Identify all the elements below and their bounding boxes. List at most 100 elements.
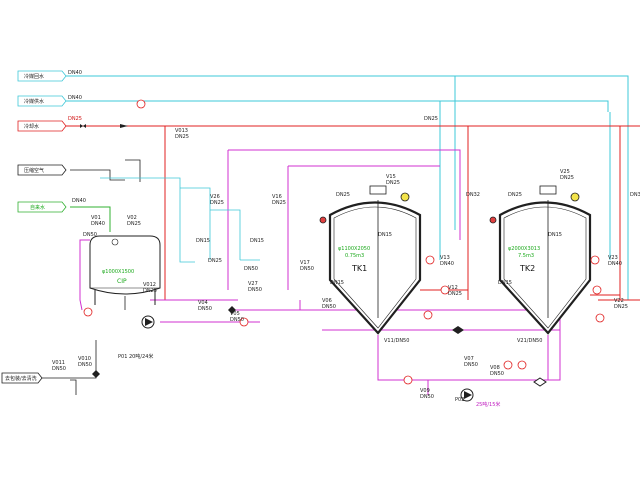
svg-text:V11/DN50: V11/DN50 bbox=[384, 338, 409, 344]
svg-text:DN15: DN15 bbox=[196, 238, 210, 244]
gauges bbox=[83, 99, 605, 385]
svg-text:DN15: DN15 bbox=[330, 280, 344, 286]
cip-tank-legs bbox=[94, 290, 156, 305]
svg-text:φ1100X2050: φ1100X2050 bbox=[338, 246, 370, 252]
svg-text:冷媒回水: 冷媒回水 bbox=[24, 73, 44, 80]
svg-text:V04: V04 bbox=[198, 300, 208, 306]
svg-text:DN50: DN50 bbox=[248, 287, 262, 293]
svg-text:V27: V27 bbox=[248, 281, 258, 287]
svg-text:DN25: DN25 bbox=[143, 288, 157, 294]
svg-text:DN50: DN50 bbox=[490, 371, 504, 377]
svg-text:DN50: DN50 bbox=[52, 366, 66, 372]
svg-text:V12: V12 bbox=[448, 285, 458, 291]
cip-tank: φ1000X1500 CIP bbox=[89, 235, 161, 310]
product-lines bbox=[79, 149, 561, 395]
svg-text:V15: V15 bbox=[386, 174, 396, 180]
svg-text:V06: V06 bbox=[322, 298, 332, 304]
svg-text:7.5m3: 7.5m3 bbox=[518, 253, 534, 259]
svg-text:DN40: DN40 bbox=[608, 261, 622, 267]
valve-symbols bbox=[80, 124, 547, 387]
svg-text:DN25: DN25 bbox=[175, 134, 189, 140]
svg-text:0.75m3: 0.75m3 bbox=[345, 253, 364, 259]
svg-text:去包装/去清洗: 去包装/去清洗 bbox=[5, 375, 37, 382]
svg-text:V16: V16 bbox=[272, 194, 282, 200]
size-steam: DN25 bbox=[68, 116, 82, 122]
svg-text:V23: V23 bbox=[608, 255, 618, 261]
svg-text:V25: V25 bbox=[560, 169, 570, 175]
pump-p01: P01 20吨/24米 bbox=[118, 315, 155, 360]
outlet-packaging: 去包装/去清洗 bbox=[1, 372, 43, 384]
svg-text:CIP: CIP bbox=[117, 278, 127, 285]
svg-text:DN50: DN50 bbox=[198, 306, 212, 312]
svg-text:V010: V010 bbox=[78, 356, 91, 362]
svg-text:DN50: DN50 bbox=[322, 304, 336, 310]
svg-text:自来水: 自来水 bbox=[30, 204, 45, 211]
svg-text:DN25: DN25 bbox=[208, 258, 222, 264]
svg-text:压缩空气: 压缩空气 bbox=[24, 167, 44, 174]
inlet-chilled-return: 冷媒回水 bbox=[17, 70, 67, 82]
pump-p02: P02 25吨/15米 bbox=[455, 388, 500, 408]
svg-text:DN50: DN50 bbox=[420, 394, 434, 400]
svg-text:DN15: DN15 bbox=[250, 238, 264, 244]
inlet-chilled-supply: 冷媒供水 bbox=[17, 95, 67, 107]
valve-labels: V01 DN40 V02 DN25 V012 DN25 V013 DN25 V0… bbox=[52, 128, 628, 400]
svg-text:DN25: DN25 bbox=[448, 291, 462, 297]
svg-text:DN50: DN50 bbox=[300, 266, 314, 272]
svg-text:DN15: DN15 bbox=[548, 232, 562, 238]
svg-text:25吨/15米: 25吨/15米 bbox=[476, 401, 500, 408]
svg-text:DN50: DN50 bbox=[83, 232, 97, 238]
tank-tk2: φ2000X3013 7.5m3 TK2 bbox=[498, 200, 592, 335]
svg-text:P01 20吨/24米: P01 20吨/24米 bbox=[118, 353, 153, 360]
svg-text:DN25: DN25 bbox=[336, 192, 350, 198]
svg-text:V26: V26 bbox=[210, 194, 220, 200]
svg-text:DN25: DN25 bbox=[210, 200, 224, 206]
svg-text:冷却水: 冷却水 bbox=[24, 123, 39, 130]
svg-text:TK1: TK1 bbox=[351, 264, 367, 273]
dn-labels: DN15 DN25 DN50 DN15 DN25 DN25 DN15 DN15 … bbox=[196, 116, 640, 286]
svg-text:DN32: DN32 bbox=[466, 192, 480, 198]
svg-text:V012: V012 bbox=[143, 282, 156, 288]
svg-text:DN25: DN25 bbox=[614, 304, 628, 310]
svg-text:V08: V08 bbox=[490, 365, 500, 371]
svg-text:V011: V011 bbox=[52, 360, 65, 366]
svg-text:V22: V22 bbox=[614, 298, 624, 304]
size-top1: DN40 bbox=[68, 70, 82, 76]
svg-text:DN25: DN25 bbox=[386, 180, 400, 186]
svg-text:V05: V05 bbox=[230, 311, 240, 317]
svg-text:DN50: DN50 bbox=[244, 266, 258, 272]
svg-text:DN50: DN50 bbox=[78, 362, 92, 368]
svg-text:V013: V013 bbox=[175, 128, 188, 134]
svg-text:V09: V09 bbox=[420, 388, 430, 394]
inlet-steam: 冷却水 bbox=[17, 120, 67, 132]
svg-text:冷媒供水: 冷媒供水 bbox=[24, 98, 44, 105]
svg-text:DN50: DN50 bbox=[464, 362, 478, 368]
svg-text:V13: V13 bbox=[440, 255, 450, 261]
tank-tk1: φ1100X2050 0.75m3 TK1 bbox=[328, 200, 422, 335]
svg-text:V02: V02 bbox=[127, 215, 137, 221]
svg-text:DN25: DN25 bbox=[424, 116, 438, 122]
svg-text:V17: V17 bbox=[300, 260, 310, 266]
svg-text:φ1000X1500: φ1000X1500 bbox=[102, 269, 134, 275]
inlet-compressed-air: 压缩空气 bbox=[17, 164, 67, 176]
svg-text:V01: V01 bbox=[91, 215, 101, 221]
svg-text:P02: P02 bbox=[455, 397, 464, 403]
size-top2: DN40 bbox=[68, 95, 82, 101]
svg-text:DN15: DN15 bbox=[498, 280, 512, 286]
svg-text:DN25: DN25 bbox=[560, 175, 574, 181]
svg-text:DN15: DN15 bbox=[378, 232, 392, 238]
chilled-return-line bbox=[66, 75, 629, 300]
svg-text:TK2: TK2 bbox=[519, 264, 535, 273]
svg-text:DN25: DN25 bbox=[127, 221, 141, 227]
svg-text:DN50: DN50 bbox=[230, 317, 244, 323]
svg-text:V21/DN50: V21/DN50 bbox=[517, 338, 542, 344]
water-line bbox=[70, 206, 111, 232]
chilled-supply-line bbox=[66, 100, 611, 260]
tk1-top-fittings bbox=[319, 185, 410, 224]
svg-text:φ2000X3013: φ2000X3013 bbox=[508, 246, 540, 252]
svg-text:DN32: DN32 bbox=[630, 192, 640, 198]
svg-text:V07: V07 bbox=[464, 356, 474, 362]
inlet-water: 自来水 bbox=[17, 201, 67, 213]
tk2-top-fittings bbox=[489, 185, 580, 224]
svg-text:DN40: DN40 bbox=[91, 221, 105, 227]
